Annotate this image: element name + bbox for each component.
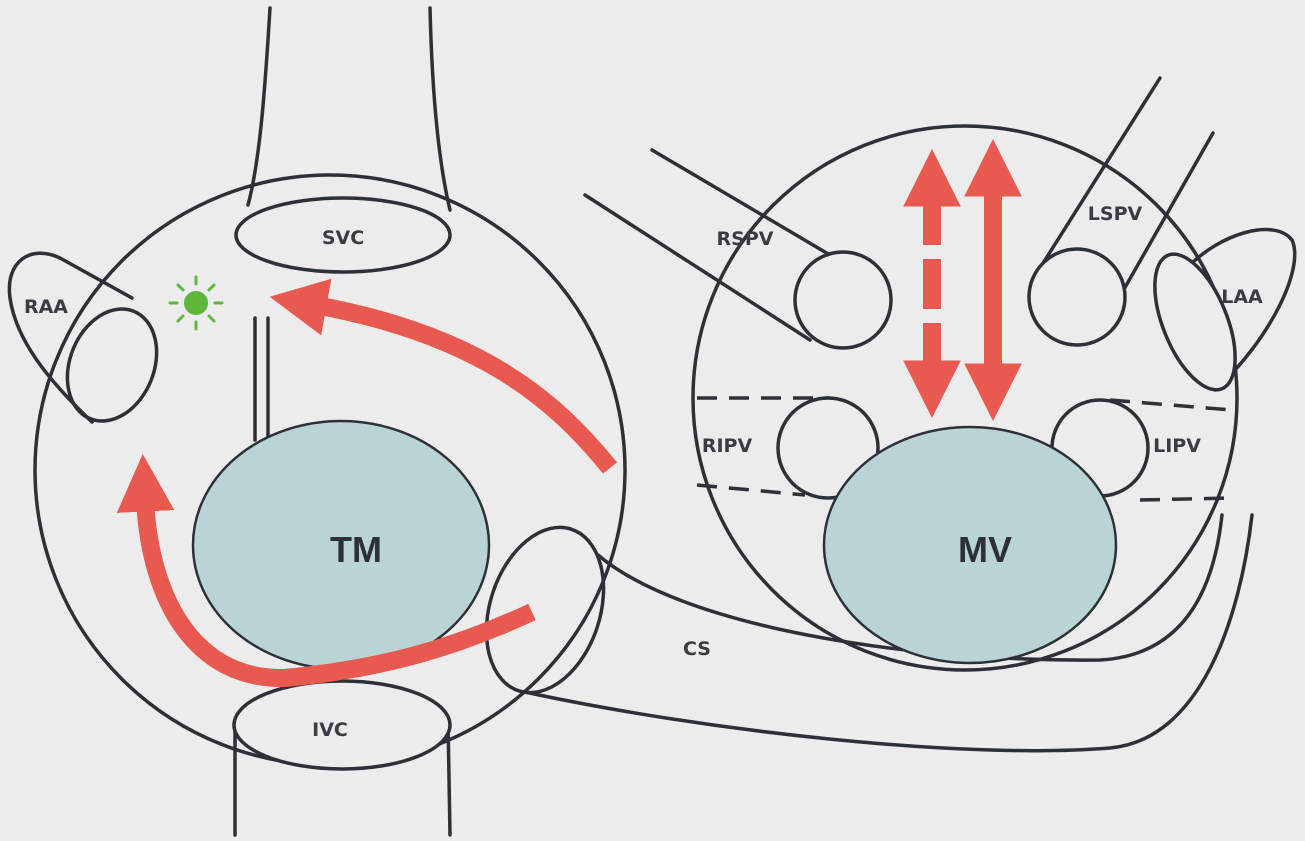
green-star-burst-icon — [168, 275, 224, 331]
ivc-ostium — [232, 679, 452, 771]
inferior-line-right-lower — [1139, 496, 1233, 502]
lspv-wall-left — [1038, 76, 1162, 270]
raa: RAA — [7, 251, 159, 424]
coronary-sinus: CS — [484, 513, 1254, 753]
laa-label: LAA — [1221, 286, 1263, 308]
laa: LAA — [1153, 227, 1297, 392]
rspv-wall-upper — [650, 148, 832, 257]
arrow-lower-around-tm — [116, 453, 536, 688]
cs-label: CS — [683, 638, 711, 660]
svc-wall-left — [246, 6, 272, 207]
rspv-ostium — [793, 250, 893, 350]
svc-wall-right — [428, 6, 452, 212]
rspv: RSPV — [583, 148, 893, 350]
ivc-vessel: IVC — [232, 679, 452, 837]
lspv-label: LSPV — [1088, 203, 1143, 225]
ivc-label: IVC — [312, 719, 348, 741]
laa-ostium — [1153, 252, 1237, 392]
lspv: LSPV — [1027, 76, 1215, 347]
laa-outline — [1183, 227, 1297, 392]
rspv-wall-lower — [583, 193, 812, 342]
mitral-valve: MV — [822, 425, 1118, 665]
svc-vessel: SVC — [234, 6, 452, 274]
tm-label: TM — [330, 529, 382, 570]
ripv-label: RIPV — [702, 435, 753, 457]
raa-label: RAA — [24, 296, 68, 318]
lspv-ostium — [1027, 247, 1127, 347]
raa-outline — [7, 251, 134, 424]
activation-arrows — [116, 138, 1022, 688]
mv-ellipse — [822, 425, 1118, 665]
left-atrium-outline — [691, 124, 1239, 672]
cs-lower-wall — [523, 513, 1254, 753]
raa-ostium — [65, 307, 159, 423]
svc-ostium — [234, 196, 452, 274]
lipv-label: LIPV — [1153, 435, 1201, 457]
left-atrium — [691, 124, 1239, 672]
mv-label: MV — [958, 529, 1012, 570]
rspv-label: RSPV — [717, 228, 774, 250]
cs-ostium — [484, 525, 606, 695]
inferior-line-left-lower — [696, 483, 806, 497]
inferior-line-right-upper — [1109, 398, 1233, 412]
ivc-wall-right — [446, 718, 452, 837]
tricuspid-valve: TM — [191, 419, 491, 671]
cs-upper-wall — [596, 513, 1224, 662]
arrow-upper-to-svc — [269, 278, 617, 474]
svc-label: SVC — [322, 227, 364, 249]
lspv-wall-right — [1113, 131, 1215, 307]
